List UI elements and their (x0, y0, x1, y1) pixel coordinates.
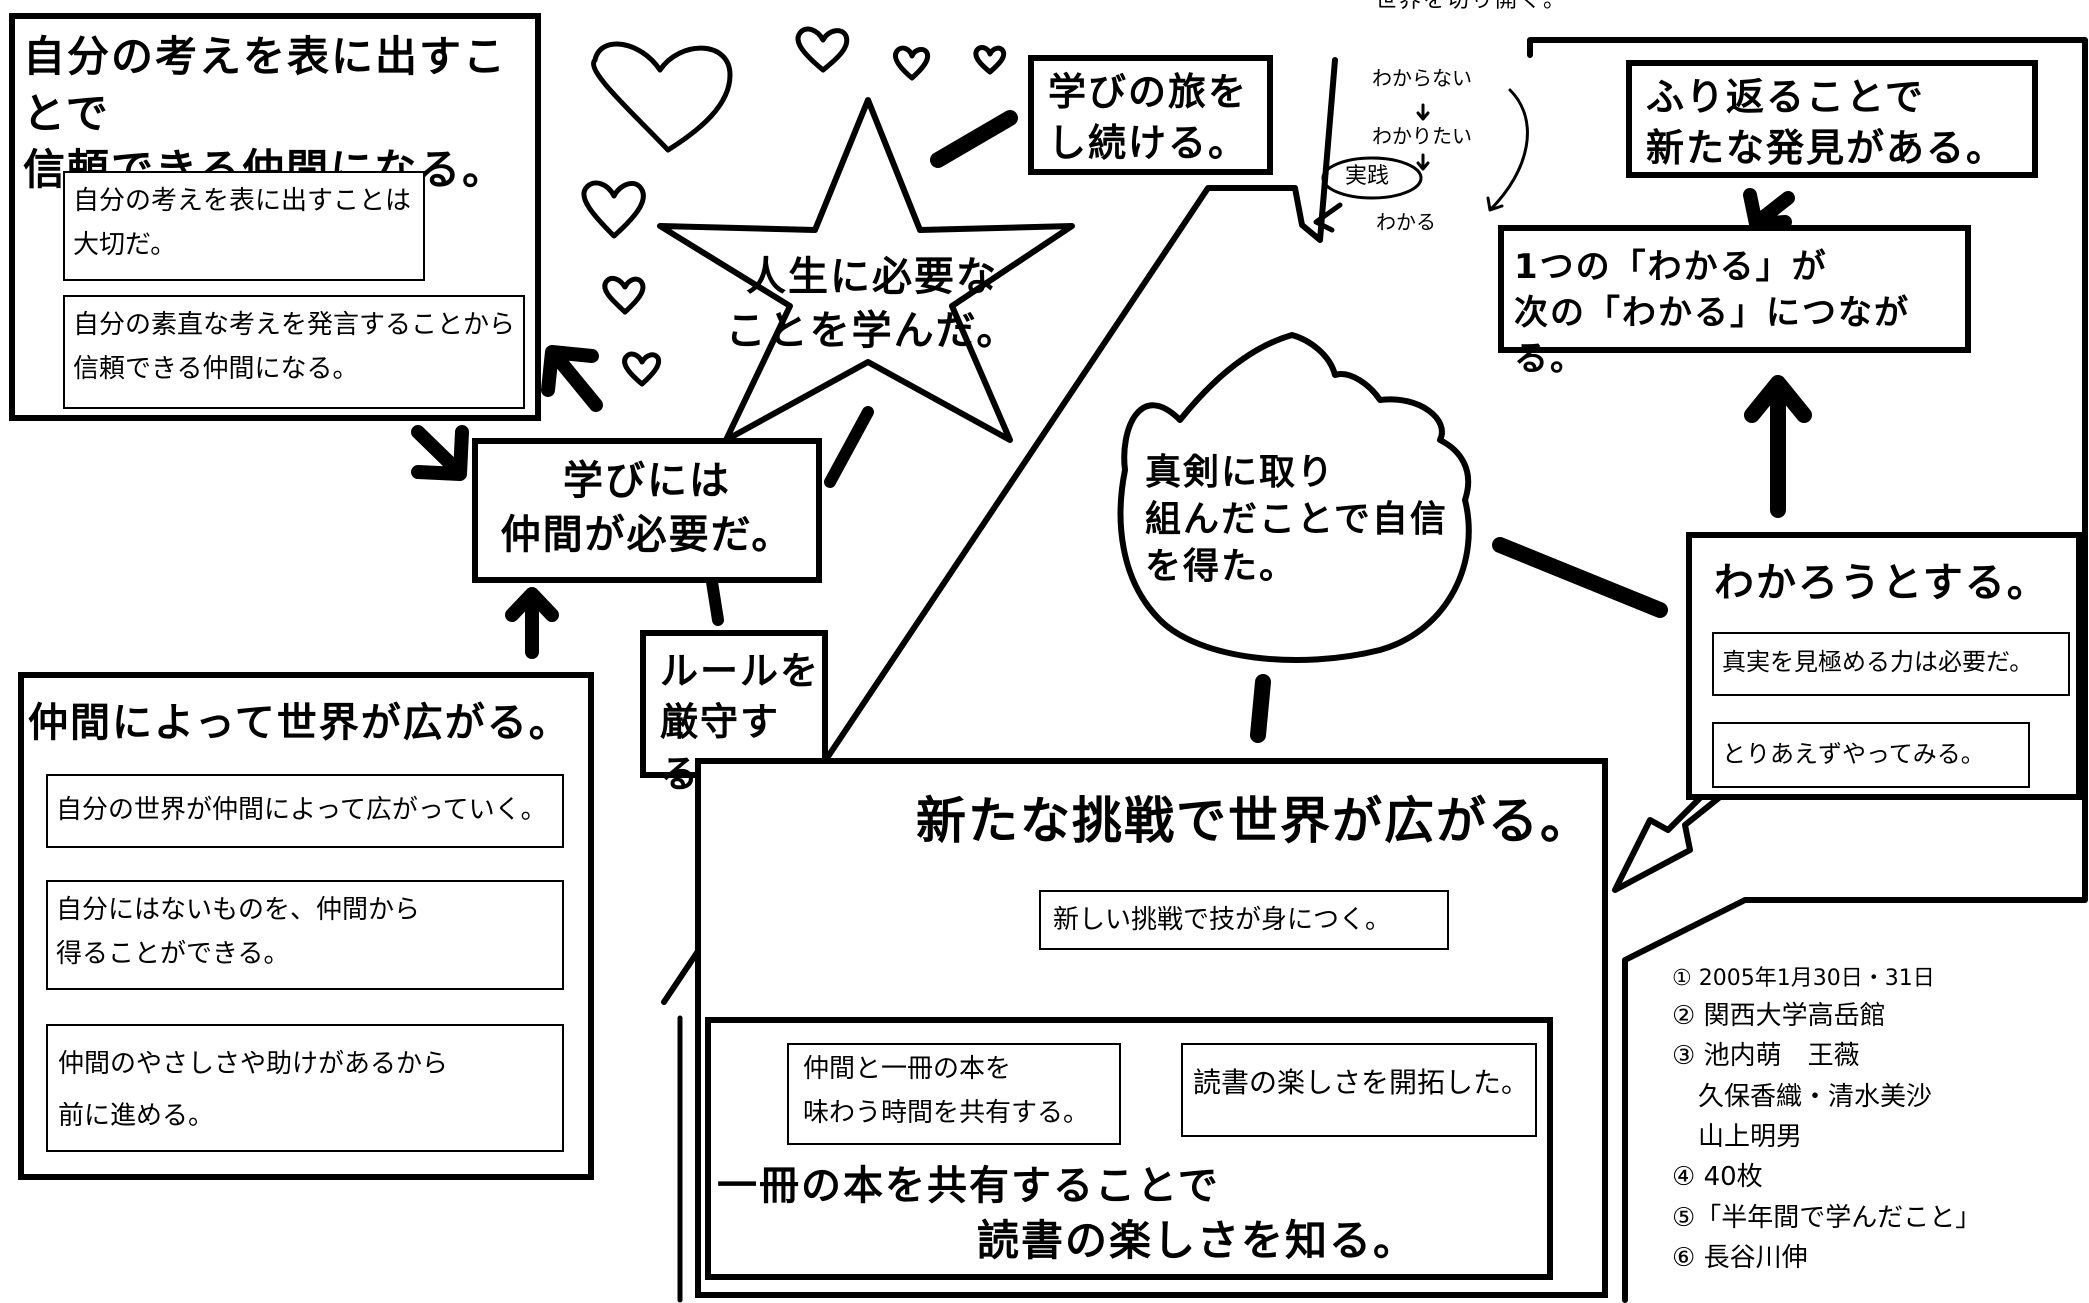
reading-box: 仲間と一冊の本を 味わう時間を共有する。 読書の楽しさを開拓した。 一冊の本を共… (705, 1017, 1553, 1280)
flow-step-want-to-understand: わかりたい (1372, 124, 1472, 148)
new-challenge-item-text: 新しい挑戦で技が身につく。 (1053, 905, 1392, 935)
connector-line (824, 406, 874, 488)
info-line: ① 2005年1月30日・31日 (1672, 966, 1935, 991)
practice-ellipse (1321, 156, 1423, 200)
self-expression-item-1-text: 自分の考えを表に出すことは 大切だ。 (73, 186, 412, 261)
keep-learning-text: 学びの旅を し続ける。 (1048, 70, 1249, 166)
arrow-icon (541, 345, 603, 412)
reading-title-line-1: 一冊の本を共有することで (717, 1163, 1220, 1209)
try-to-understand-title: わかろうとする。 (1714, 560, 2049, 606)
world-expands-item-2-text: 自分にはないものを、仲間から 得ることができる。 (56, 895, 421, 970)
reading-item-1-text: 仲間と一冊の本を 味わう時間を共有する。 (803, 1054, 1090, 1129)
house-outline (661, 37, 2088, 1303)
connector-line (1250, 674, 1271, 743)
need-friends-box: 学びには 仲間が必要だ。 (472, 438, 822, 583)
arrow-icon (1416, 153, 1430, 171)
star-text: 人生に必要な ことを学んだ。 (725, 254, 1019, 354)
info-line: ③ 池内萌 王薇 (1672, 1041, 1860, 1072)
flow-step-understand: わかる (1376, 210, 1436, 234)
connector-line (930, 110, 1018, 168)
connector-line (706, 576, 724, 626)
self-expression-item-2: 自分の素直な考えを発言することから 信頼できる仲間になる。 (63, 295, 525, 409)
connector-line (1313, 202, 1343, 233)
heart-icon (622, 351, 662, 387)
need-friends-text: 学びには 仲間が必要だ。 (500, 458, 794, 558)
top-partial-text: 世界を切り開く。 (1375, 0, 1568, 13)
arrow-icon (505, 587, 559, 659)
heart-icon (893, 45, 931, 81)
flame-text: 真剣に取り 組んだことで自信 を得た。 (1145, 452, 1448, 587)
arrow-icon (1486, 88, 1529, 212)
reflection-text: ふり返ることで 新たな発見がある。 (1646, 75, 2007, 171)
info-line: 山上明男 (1672, 1121, 1803, 1152)
arrow-icon (1416, 103, 1430, 121)
world-expands-item-3-text: 仲間のやさしさや助けがあるから 前に進める。 (58, 1049, 449, 1131)
flow-step-dont-understand: わからない (1372, 66, 1472, 90)
world-expands-item-3: 仲間のやさしさや助けがあるから 前に進める。 (46, 1024, 564, 1152)
connector-line (1492, 537, 1668, 618)
new-challenge-item: 新しい挑戦で技が身につく。 (1039, 890, 1449, 950)
self-expression-item-1: 自分の考えを表に出すことは 大切だ。 (63, 171, 425, 281)
follow-rules-box: ルールを 厳守する。 (640, 630, 828, 796)
flame-shape (1117, 332, 1472, 663)
heart-icon (795, 26, 850, 73)
new-challenge-title: 新たな挑戦で世界が広がる。 (916, 792, 1592, 850)
self-expression-item-2-text: 自分の素直な考えを発言することから 信頼できる仲間になる。 (73, 310, 516, 385)
info-line: ⑤「半年間で学んだこと」 (1672, 1202, 1982, 1233)
follow-rules-text: ルールを 厳守する。 (660, 649, 821, 796)
try-to-understand-item-1-text: 真実を見極める力は必要だ。 (1722, 648, 2034, 676)
info-list: ① 2005年1月30日・31日 ② 関西大学高岳館 ③ 池内萌 王薇 久保香織… (1672, 962, 2082, 1278)
heart-icon (581, 180, 646, 239)
heart-icon (973, 44, 1007, 75)
try-to-understand-item-1: 真実を見極める力は必要だ。 (1712, 632, 2070, 696)
connect-text: 1つの「わかる」が 次の「わかる」につながる。 (1514, 247, 1910, 379)
flow-practice-label: 実践 (1345, 164, 1390, 189)
keep-learning-box: 学びの旅を し続ける。 (1028, 55, 1273, 175)
arrow-icon (1743, 188, 1795, 231)
info-line: ④ 40枚 (1672, 1162, 1763, 1193)
arrow-icon (411, 425, 469, 481)
info-line: 久保香織・清水美沙 (1672, 1081, 1933, 1112)
info-line: ② 関西大学高岳館 (1672, 1001, 1886, 1032)
world-expands-item-1-text: 自分の世界が仲間によって広がっていく。 (56, 795, 547, 825)
try-to-understand-item-2-text: とりあえずやってみる。 (1722, 740, 1985, 768)
heart-icon (602, 275, 646, 315)
world-expands-item-2: 自分にはないものを、仲間から 得ることができる。 (46, 880, 564, 990)
world-expands-box: 仲間によって世界が広がる。 自分の世界が仲間によって広がっていく。 自分にはない… (18, 672, 594, 1180)
reading-title-line-2: 読書の楽しさを知る。 (977, 1216, 1418, 1265)
self-expression-box: 自分の考えを表に出すことで 信頼できる仲間になる。 自分の考えを表に出すことは … (9, 13, 541, 421)
reflection-box: ふり返ることで 新たな発見がある。 (1626, 60, 2038, 178)
star-shape (657, 97, 1075, 443)
world-expands-item-1: 自分の世界が仲間によって広がっていく。 (46, 774, 564, 848)
heart-icon (591, 41, 733, 153)
reading-item-2: 読書の楽しさを開拓した。 (1181, 1043, 1537, 1137)
reading-item-1: 仲間と一冊の本を 味わう時間を共有する。 (787, 1043, 1121, 1145)
connect-box: 1つの「わかる」が 次の「わかる」につながる。 (1498, 225, 1971, 379)
arrow-icon (1744, 375, 1812, 518)
world-expands-title: 仲間によって世界が広がる。 (28, 700, 571, 746)
try-to-understand-item-2: とりあえずやってみる。 (1712, 722, 2030, 788)
try-to-understand-box: わかろうとする。 真実を見極める力は必要だ。 とりあえずやってみる。 (1686, 532, 2082, 800)
info-line: ⑥ 長谷川伸 (1672, 1242, 1808, 1273)
reading-item-2-text: 読書の楽しさを開拓した。 (1193, 1066, 1530, 1099)
